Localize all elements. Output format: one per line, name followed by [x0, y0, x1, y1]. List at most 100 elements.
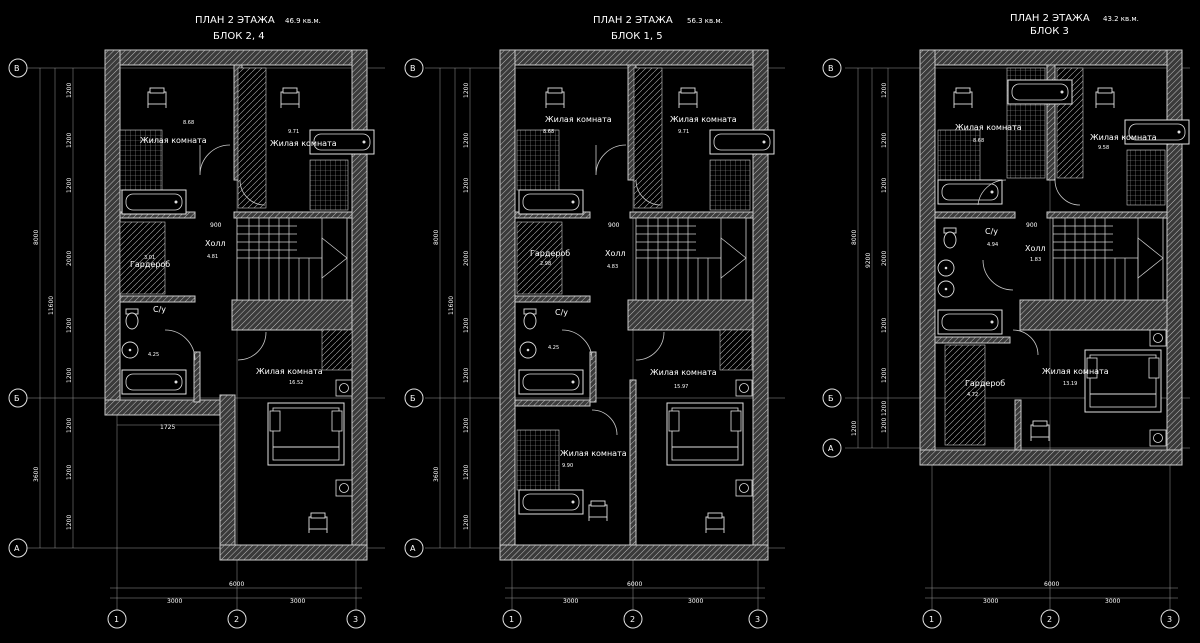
dimension-label: 3000 — [563, 598, 578, 605]
axis-label: 2 — [234, 615, 239, 624]
chair-icon — [147, 87, 167, 109]
axis-label: 3 — [353, 615, 358, 624]
wall — [219, 394, 236, 551]
axis-label: В — [828, 64, 834, 73]
room-area: 2.98 — [540, 261, 551, 267]
room-name: Гардероб — [965, 379, 1005, 388]
wall — [104, 49, 368, 66]
room-name: Жилая комната — [270, 139, 337, 148]
dimension-label: 3000 — [688, 598, 703, 605]
plan-3-area: 43.2 кв.м. — [1103, 15, 1139, 23]
dimension-label: 1200 — [66, 418, 73, 433]
sink-icon — [121, 341, 139, 359]
dimension-label: 3600 — [433, 467, 440, 482]
plan-2-title: ПЛАН 2 ЭТАЖА — [593, 15, 673, 26]
dimension-label: 1200 — [66, 133, 73, 148]
dimension-label: 2000 — [881, 251, 888, 266]
dimension-label: 1200 — [881, 418, 888, 433]
plan-1-title: ПЛАН 2 ЭТАЖА — [195, 15, 275, 26]
dimension-label: 8000 — [433, 230, 440, 245]
room-area: 9.58 — [1098, 145, 1109, 151]
axis-label: 3 — [755, 615, 760, 624]
dimension-label: 1200 — [463, 83, 470, 98]
dimension-label: 1200 — [66, 83, 73, 98]
wardrobe — [237, 67, 267, 209]
axis-label: 1 — [509, 615, 514, 624]
dimension-label: 1200 — [66, 465, 73, 480]
dimension-label: 1200 — [881, 368, 888, 383]
dimension-label: 6000 — [229, 581, 244, 588]
bathtub-icon — [121, 189, 187, 215]
chair-icon — [308, 512, 328, 534]
wardrobe — [119, 221, 166, 295]
dimension-label: 1200 — [851, 421, 858, 436]
plan-1: ПЛАН 2 ЭТАЖА 46.9 кв.м. БЛОК 2, 4 — [8, 15, 385, 629]
wall — [119, 295, 196, 303]
dimension-label: 3000 — [983, 598, 998, 605]
dimension-label: 1200 — [66, 178, 73, 193]
plan-2-block: БЛОК 1, 5 — [611, 31, 663, 42]
room-name: Гардероб — [130, 260, 170, 269]
dimension-label: 900 — [1026, 222, 1038, 229]
dimension-label: 1200 — [463, 465, 470, 480]
tile-area — [119, 129, 163, 191]
bathtub-icon — [121, 369, 187, 395]
dimension-label: 8000 — [851, 230, 858, 245]
wall — [351, 49, 368, 551]
axis-label: В — [14, 64, 20, 73]
room-name: Жилая комната — [670, 115, 737, 124]
dimension-label: 3000 — [167, 598, 182, 605]
fixture-icon — [335, 479, 353, 497]
room-area: 9.71 — [678, 129, 689, 135]
axis-label: Б — [14, 394, 20, 403]
dimension-label: 1200 — [463, 368, 470, 383]
dimension-label: 11600 — [448, 296, 455, 315]
room-area: 4.72 — [967, 392, 978, 398]
dimension-label: 1200 — [463, 418, 470, 433]
dimension-label: 1200 — [881, 318, 888, 333]
wardrobe — [321, 329, 353, 371]
chair-icon — [280, 87, 300, 109]
dimension-label: 3600 — [33, 467, 40, 482]
door-swing — [164, 329, 196, 361]
dimension-label: 1200 — [66, 515, 73, 530]
wall — [231, 299, 353, 331]
plan-1-block: БЛОК 2, 4 — [213, 31, 265, 42]
axis-label: А — [14, 544, 20, 553]
room-name: Жилая комната — [1090, 133, 1157, 142]
axis-label: 3 — [1167, 615, 1172, 624]
door-swing — [239, 179, 266, 206]
room-area: 4.83 — [607, 264, 618, 270]
room-name: С/у — [555, 308, 568, 317]
wall — [219, 544, 368, 561]
dimension-label: 1200 — [881, 401, 888, 416]
dimension-label: 2000 — [463, 251, 470, 266]
bed-icon — [267, 402, 345, 466]
axis-label: Б — [828, 394, 834, 403]
plan-1-area: 46.9 кв.м. — [285, 17, 321, 25]
staircase — [236, 217, 348, 301]
room-area: 8.68 — [973, 138, 984, 144]
dimension-label: 6000 — [1044, 581, 1059, 588]
room-area: 15.97 — [674, 384, 688, 390]
dimension-label: 1200 — [66, 318, 73, 333]
room-area: 9.71 — [288, 129, 299, 135]
plan-3-block: БЛОК 3 — [1030, 26, 1069, 37]
dimension-label: 3000 — [1105, 598, 1120, 605]
dimension-label: 1200 — [881, 178, 888, 193]
dimension-label: 1200 — [881, 133, 888, 148]
room-area: 4.81 — [207, 254, 218, 260]
dimension-label: 900 — [210, 222, 222, 229]
room-area: 13.19 — [1063, 381, 1077, 387]
room-name: Жилая комната — [545, 115, 612, 124]
plan-2-area: 56.3 кв.м. — [687, 17, 723, 25]
wall — [104, 399, 236, 416]
room-area: 1.83 — [1030, 257, 1041, 263]
door-swing — [237, 331, 267, 361]
tile-area — [309, 159, 349, 211]
room-name: Жилая комната — [140, 136, 207, 145]
dimension-label: 2000 — [66, 251, 73, 266]
room-name: Жилая комната — [256, 367, 323, 376]
axis-label: А — [828, 444, 834, 453]
